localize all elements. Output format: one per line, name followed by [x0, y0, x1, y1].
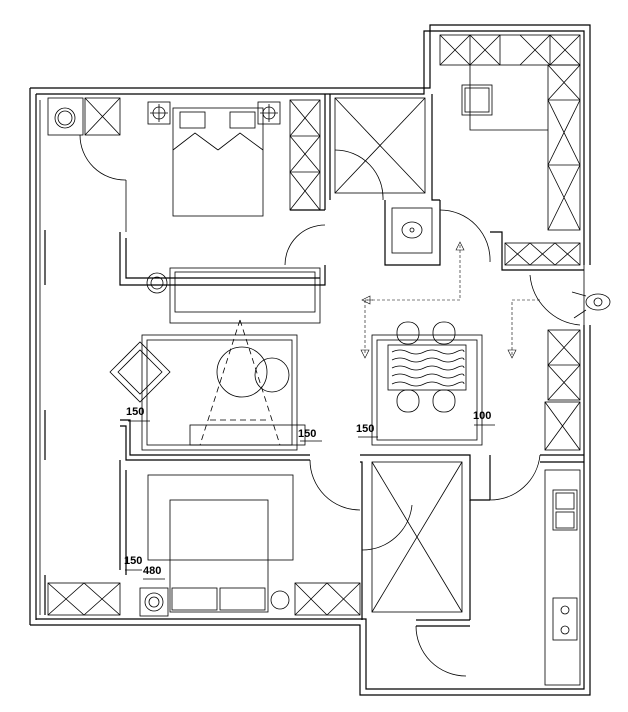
kitchen — [489, 329, 581, 686]
dim-dining-right: 100 — [473, 410, 491, 422]
dim-bedroom-a: 150 — [124, 555, 142, 567]
circulation-arrows — [360, 241, 540, 359]
dimension-ticks — [125, 420, 495, 580]
dim-living-left: 150 — [126, 406, 144, 418]
dim-bedroom-b: 480 — [143, 565, 161, 577]
dining-area — [371, 321, 483, 446]
dim-living-right: 150 — [298, 428, 316, 440]
second-bedroom — [47, 474, 361, 617]
dimension-labels: 150 150 150 100 150 480 — [124, 406, 491, 577]
dim-dining-left: 150 — [356, 423, 374, 435]
second-bathroom — [309, 459, 467, 677]
master-bedroom — [47, 97, 326, 266]
study — [439, 34, 581, 266]
outer-walls — [29, 24, 591, 696]
living-room — [109, 267, 321, 451]
entrance — [529, 265, 611, 326]
interior-walls — [119, 94, 584, 627]
bathroom — [334, 97, 491, 263]
